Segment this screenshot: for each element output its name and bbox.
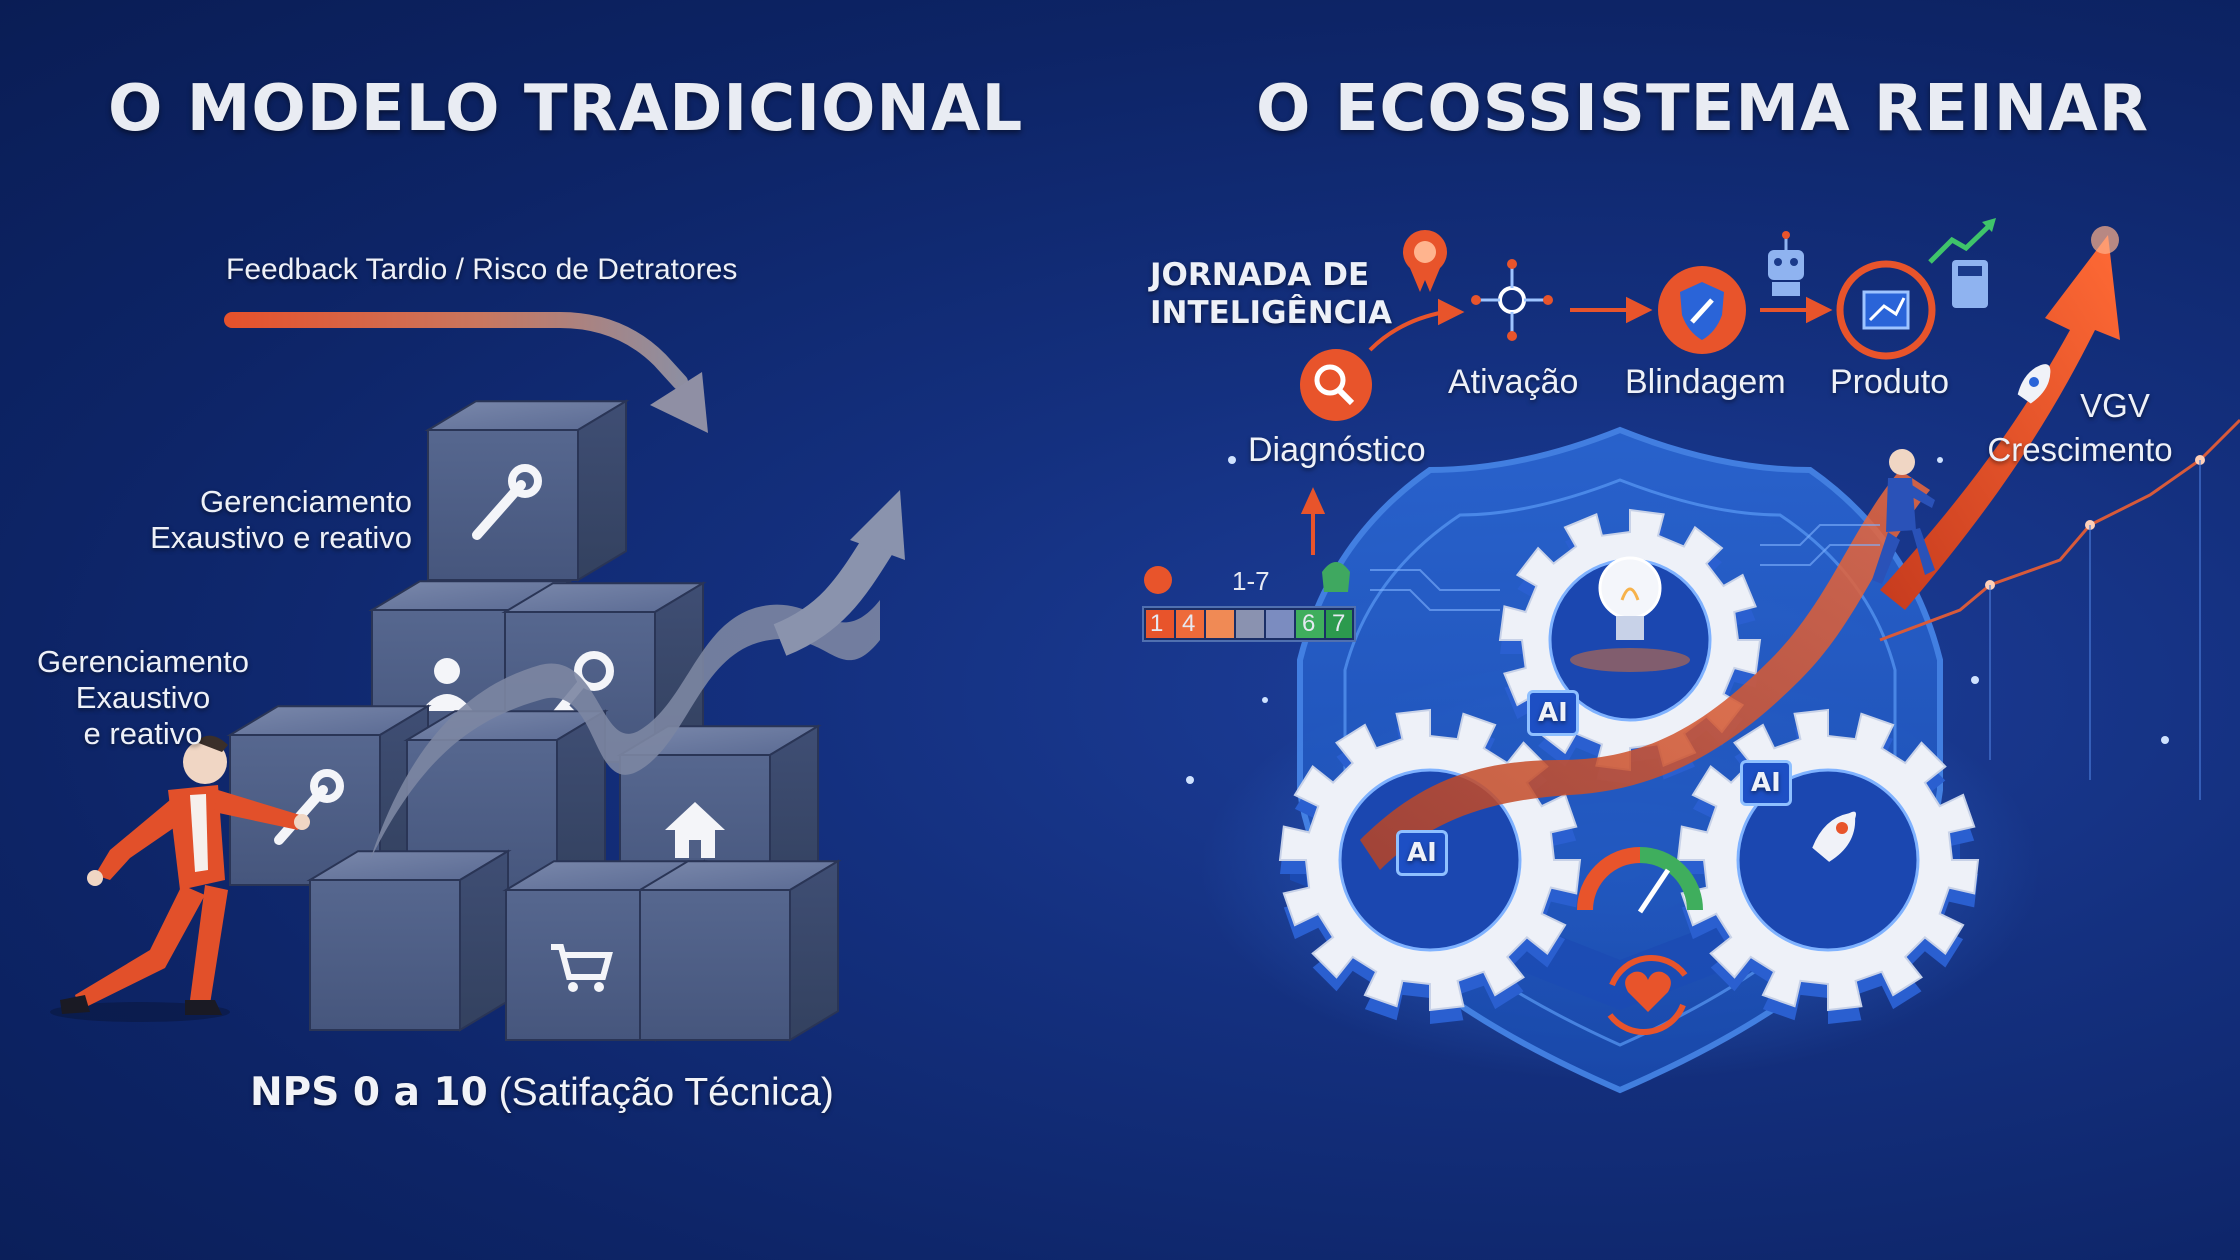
growth-arrow — [1880, 226, 2120, 610]
growth-label-crescimento: Crescimento — [1987, 431, 2173, 468]
rocket-icon — [2017, 364, 2051, 404]
sparkles — [1186, 456, 2169, 784]
house-icon — [665, 802, 725, 858]
calculator-chart-icon — [1928, 218, 1996, 308]
scale-digit-7: 7 — [1332, 610, 1346, 637]
journey-label-line-2: INTELIGÊNCIA — [1150, 295, 1392, 331]
journey-arrows — [1300, 296, 1833, 555]
scale-range-label: 1-7 — [1232, 566, 1270, 596]
growth-label-vgv: VGV — [2080, 387, 2150, 424]
rising-ribbon-arrow — [370, 490, 905, 860]
journey-label: JORNADA DE INTELIGÊNCIA — [1150, 256, 1392, 332]
stage-blindagem: Blindagem — [1625, 363, 1786, 401]
management-label-upper: Gerenciamento Exaustivo e reativo — [110, 484, 412, 556]
ai-badge-top: AI — [1527, 690, 1579, 736]
score-scale-bar — [1142, 562, 1356, 642]
cube — [636, 859, 842, 1042]
award-icon — [1403, 230, 1447, 292]
management-lower-line-3: e reativo — [83, 716, 203, 751]
feedback-arrow — [224, 312, 708, 433]
scale-digit-6: 6 — [1302, 610, 1316, 637]
cart-icon — [551, 944, 613, 992]
growth-label: VGV Crescimento — [1970, 384, 2190, 472]
robot-icon — [1768, 231, 1804, 296]
user-icon — [421, 658, 473, 711]
management-upper-line-2: Exaustivo e reativo — [150, 520, 412, 555]
management-label-lower: Gerenciamento Exaustivo e reativo — [30, 644, 256, 752]
nps-caption: NPS 0 a 10 (Satifação Técnica) — [250, 1070, 834, 1115]
wrench-icon — [472, 464, 542, 540]
left-title: O MODELO TRADICIONAL — [108, 72, 1024, 146]
stage-produto: Produto — [1830, 363, 1950, 401]
right-title: O ECOSSISTEMA REINAR — [1256, 72, 2150, 146]
ai-badge-left: AI — [1396, 830, 1448, 876]
rocket-gear-icon — [1812, 811, 1857, 862]
trend-line — [1879, 418, 2240, 800]
stage-diagnostico: Diagnóstico — [1248, 431, 1426, 469]
lightbulb-icon — [1570, 556, 1690, 672]
stage-ativacao: Ativação — [1448, 363, 1579, 401]
management-lower-line-1: Gerenciamento — [37, 644, 249, 679]
climbing-person-figure — [1872, 449, 1935, 584]
feedback-label: Feedback Tardio / Risco de Detratores — [226, 253, 738, 286]
growth-ribbon — [1360, 470, 1930, 870]
gauge-icon — [1577, 847, 1703, 914]
management-upper-line-1: Gerenciamento — [200, 484, 412, 519]
heart-cycle-icon — [1607, 955, 1688, 1035]
scale-digit-4: 4 — [1182, 610, 1196, 637]
cube — [424, 399, 630, 582]
stage-circles — [1300, 259, 1936, 421]
worker-pushing-figure — [50, 735, 310, 1022]
nps-rest: (Satifação Técnica) — [498, 1071, 834, 1114]
journey-label-line-1: JORNADA DE — [1150, 257, 1370, 293]
cube — [306, 849, 512, 1032]
management-lower-line-2: Exaustivo — [75, 680, 211, 715]
nps-bold: NPS 0 a 10 — [250, 1070, 488, 1115]
ai-badge-right: AI — [1740, 760, 1792, 806]
circuit-lines — [1370, 524, 1880, 611]
scale-digit-1: 1 — [1150, 610, 1164, 637]
